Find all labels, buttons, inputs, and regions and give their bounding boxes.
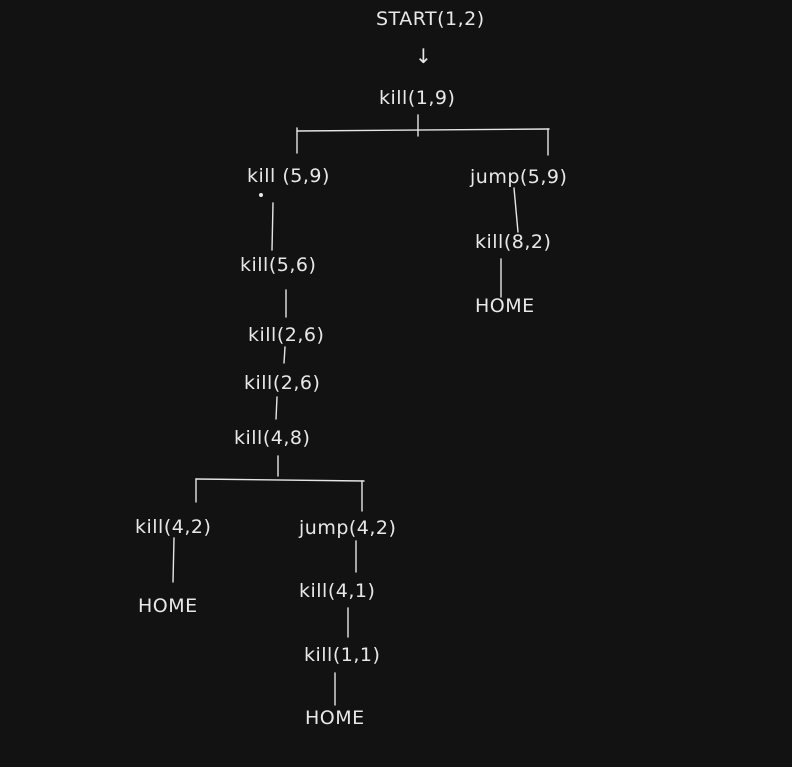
node-lower-right-1: kill(4,1) [299, 580, 376, 602]
node-right-1: kill(8,2) [475, 231, 552, 253]
node-root: kill(1,9) [379, 87, 456, 109]
dot-mark [259, 193, 263, 197]
node-right: jump(5,9) [470, 166, 568, 188]
node-lower-left: kill(4,2) [135, 516, 212, 538]
node-left-3: kill(2,6) [244, 372, 321, 394]
node-left: kill (5,9) [247, 165, 330, 187]
edge-ll-1 [172, 537, 175, 583]
node-start: START(1,2) [376, 8, 485, 30]
node-lower-right: jump(4,2) [299, 517, 397, 539]
edge-left-4 [275, 396, 278, 420]
down-arrow-icon: ↓ [415, 44, 432, 68]
node-left-4: kill(4,8) [234, 427, 311, 449]
node-left-2: kill(2,6) [248, 324, 325, 346]
node-right-home: HOME [475, 295, 535, 317]
edge-left-1 [271, 202, 274, 251]
node-lower-left-home: HOME [138, 595, 198, 617]
edge-left-3 [283, 346, 286, 364]
edge-lower-bar [195, 478, 365, 482]
node-left-1: kill(5,6) [240, 254, 317, 276]
node-lower-right-home: HOME [305, 707, 365, 729]
node-lower-right-2: kill(1,1) [304, 644, 381, 666]
edge-right-1 [513, 187, 519, 233]
edge-root-bar [296, 128, 550, 132]
